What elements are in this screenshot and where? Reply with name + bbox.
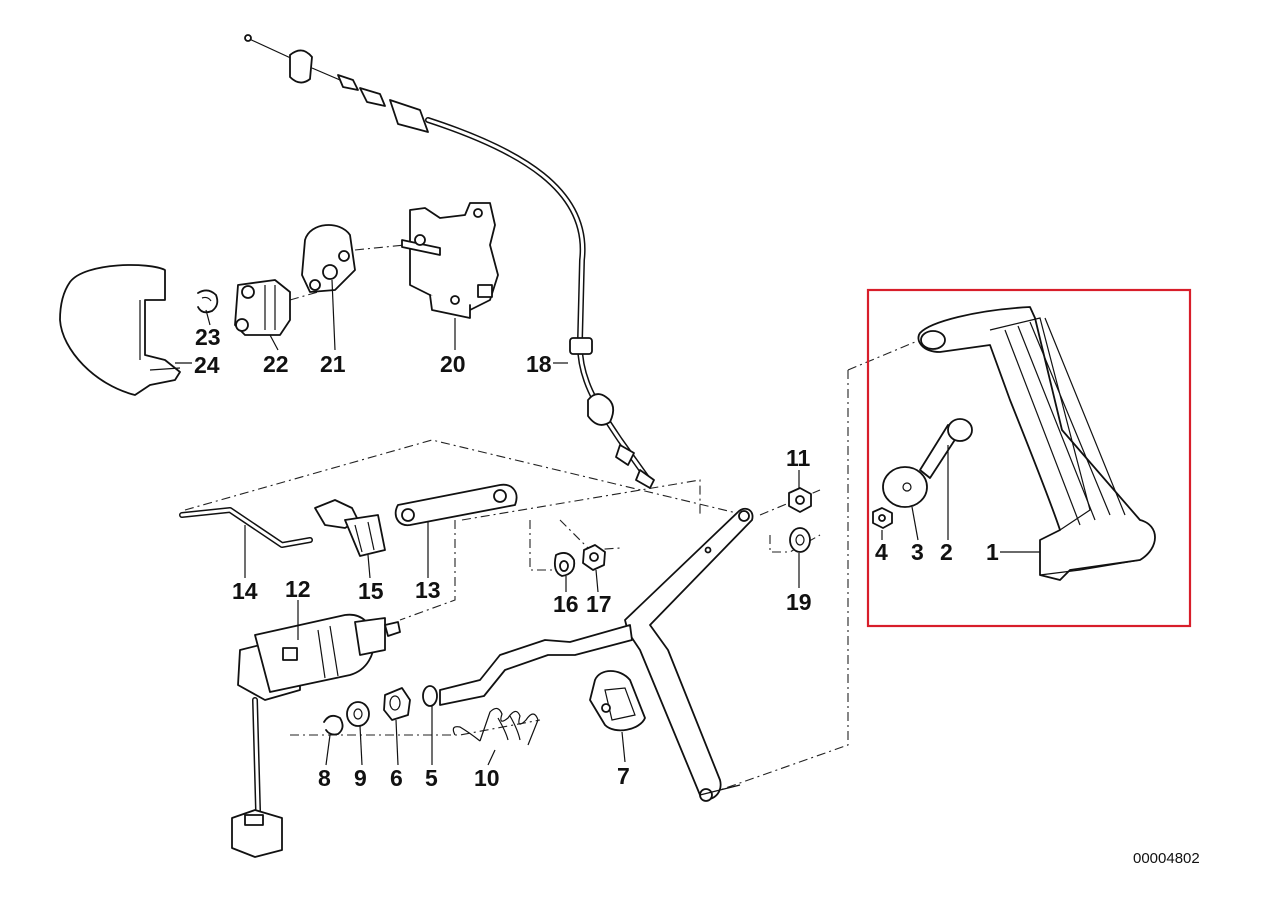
callout-21: 21 <box>320 351 346 377</box>
part-20-mounting-plate <box>401 202 499 319</box>
part-15-clip <box>314 499 386 557</box>
callout-23: 23 <box>195 324 221 350</box>
part-12-actuator <box>231 614 401 858</box>
part-6-bushing <box>383 687 411 721</box>
part-1-pedal <box>917 306 1156 581</box>
part-4-nut <box>872 507 893 529</box>
part-14-rod <box>179 507 313 548</box>
part-19-bushing <box>789 527 811 553</box>
leader-lines <box>175 279 1040 766</box>
part-22-bracket <box>234 279 291 336</box>
callout-6: 6 <box>390 765 403 791</box>
part-21-lever <box>301 224 356 293</box>
callout-24: 24 <box>194 352 220 378</box>
callout-3: 3 <box>911 539 924 565</box>
callout-12: 12 <box>285 576 311 602</box>
part-11-nut <box>788 487 812 513</box>
assembly-dash-lines <box>184 244 916 791</box>
callout-13: 13 <box>415 577 441 603</box>
callout-1: 1 <box>986 539 999 565</box>
part-5-pin <box>422 685 438 707</box>
callout-5: 5 <box>425 765 438 791</box>
part-23-clip <box>197 289 219 314</box>
callout-22: 22 <box>263 351 289 377</box>
part-8-circlip <box>323 714 344 736</box>
throttle-cable <box>244 34 655 489</box>
callout-19: 19 <box>786 589 812 615</box>
pedal-linkage-arm <box>439 507 754 802</box>
callout-14: 14 <box>232 578 258 604</box>
callout-16: 16 <box>553 591 579 617</box>
part-13-link <box>394 483 518 527</box>
callout-15: 15 <box>358 578 384 604</box>
highlight-box <box>866 288 1192 628</box>
part-24-cover <box>59 264 181 396</box>
callout-7: 7 <box>617 763 630 789</box>
part-10-spring <box>452 707 539 746</box>
part-2-pivot-pin <box>919 418 973 479</box>
part-7-pad <box>589 670 646 732</box>
part-16-washer <box>553 551 576 577</box>
callout-11: 11 <box>786 445 811 471</box>
callout-4: 4 <box>875 539 888 565</box>
callout-17: 17 <box>586 591 612 617</box>
part-9-washer <box>346 701 370 727</box>
part-17-nut <box>582 544 606 571</box>
callout-20: 20 <box>440 351 466 377</box>
callout-8: 8 <box>318 765 331 791</box>
callout-10: 10 <box>474 765 500 791</box>
callout-18: 18 <box>526 351 552 377</box>
reference-number: 00004802 <box>1133 850 1200 867</box>
callout-9: 9 <box>354 765 367 791</box>
part-3-washer <box>882 466 928 508</box>
callout-2: 2 <box>940 539 953 565</box>
callout-labels: 1 2 3 4 5 6 7 8 9 10 11 12 13 14 15 16 1… <box>194 324 999 791</box>
